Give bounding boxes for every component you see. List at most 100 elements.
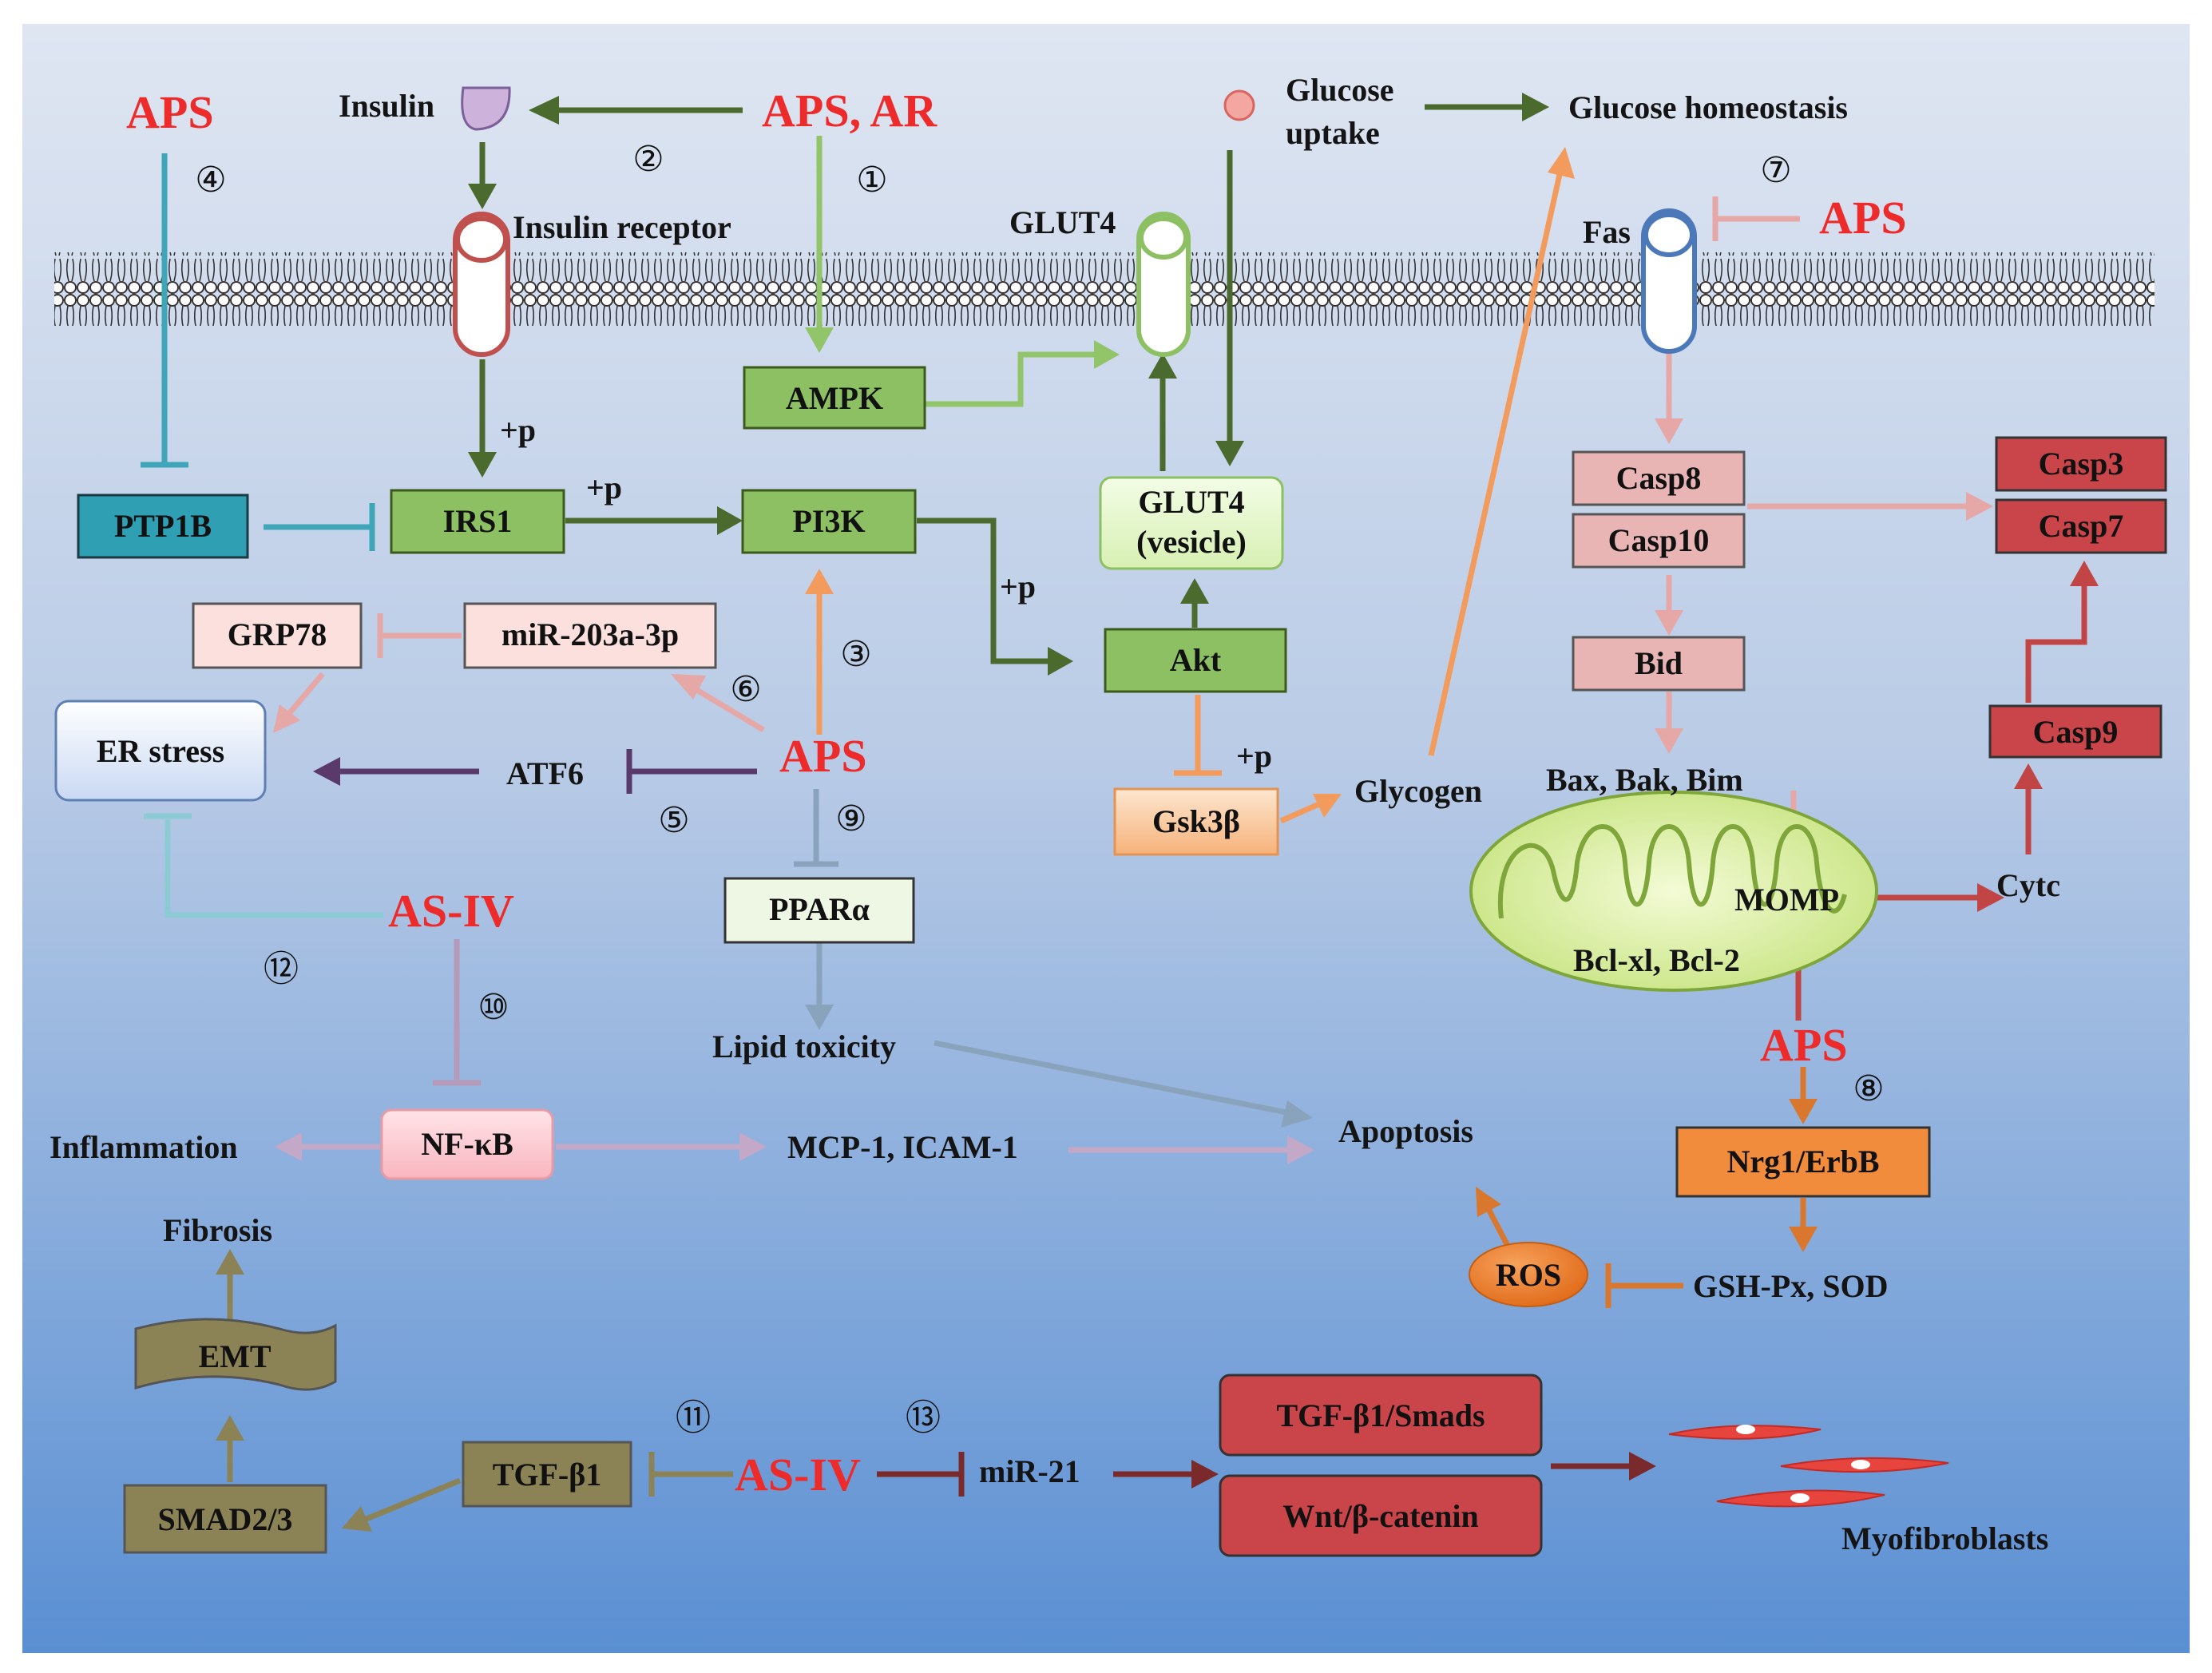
nfkb-box — [380, 1108, 554, 1180]
fas-receptor-icon — [1641, 208, 1697, 354]
drug-aps-7: APS — [1819, 192, 1907, 244]
drug-aps-4: APS — [126, 86, 214, 138]
bcl-label: Bcl-xl, Bcl-2 — [1573, 942, 1740, 978]
inflammation-label: Inflammation — [50, 1129, 238, 1165]
casp3-label: Casp3 — [2039, 446, 2124, 482]
pi3k-box — [741, 489, 917, 554]
akt-label: Akt — [1170, 642, 1222, 678]
drug-aps-ar: APS, AR — [762, 85, 938, 137]
step-number-11: ⑪ — [676, 1397, 711, 1438]
step-number-13: ⑬ — [906, 1397, 941, 1438]
insulin-label: Insulin — [339, 88, 434, 124]
er-stress-label: ER stress — [97, 733, 224, 769]
step-number-5: ⑤ — [658, 800, 689, 841]
ppara-label: PPARα — [769, 891, 870, 927]
lipid-toxicity-label: Lipid toxicity — [712, 1029, 896, 1064]
plus-p-4: +p — [1236, 738, 1272, 774]
fibrosis-label: Fibrosis — [163, 1212, 272, 1248]
step-number-2: ② — [632, 139, 664, 180]
step-number-12: ⑫ — [264, 949, 299, 989]
step-number-8: ⑧ — [1853, 1068, 1884, 1109]
tgfb1-box — [462, 1441, 632, 1508]
glut4-vesicle-label-1: GLUT4 — [1138, 484, 1244, 520]
wnt-label: Wnt/β-catenin — [1282, 1498, 1479, 1534]
nrg1-label: Nrg1/ErbB — [1726, 1144, 1879, 1179]
wnt-box — [1219, 1474, 1543, 1557]
mir203-label: miR-203a-3p — [501, 616, 679, 652]
gsk3b-box — [1113, 787, 1279, 856]
insulin-receptor-icon — [453, 212, 510, 357]
insulin-receptor-label: Insulin receptor — [513, 209, 731, 245]
smad23-label: SMAD2/3 — [158, 1501, 293, 1537]
glucose-uptake-label-1: Glucose — [1286, 72, 1394, 108]
step-number-10: ⑩ — [478, 987, 509, 1028]
ampk-label: AMPK — [786, 380, 883, 416]
glut4-top-label: GLUT4 — [1009, 204, 1116, 240]
node-boxes — [54, 366, 2167, 1557]
bax-bak-bim-label: Bax, Bak, Bim — [1546, 762, 1743, 798]
drug-aps-center: APS — [779, 730, 867, 782]
ptp1b-box — [77, 494, 249, 559]
ros-node — [1469, 1242, 1588, 1307]
glut4-vesicle-box — [1099, 476, 1284, 570]
glucose-icon — [1223, 89, 1255, 121]
casp10-box — [1572, 513, 1746, 569]
step-number-4: ④ — [195, 160, 226, 200]
tgf-smads-box — [1219, 1374, 1543, 1457]
bid-label: Bid — [1635, 645, 1683, 681]
step-number-1: ① — [856, 160, 887, 200]
glycogen-label: Glycogen — [1354, 773, 1482, 809]
drug-asiv-12: AS-IV — [388, 885, 514, 937]
myofibroblasts-label: Myofibroblasts — [1841, 1520, 2048, 1556]
pi3k-label: PI3K — [792, 503, 865, 539]
plus-p-1: +p — [500, 412, 536, 448]
cell-membrane — [54, 252, 2155, 326]
momp-label: MOMP — [1734, 882, 1839, 918]
glut4-vesicle-label-2: (vesicle) — [1136, 524, 1247, 560]
casp7-box — [1995, 498, 2167, 554]
casp10-label: Casp10 — [1608, 522, 1710, 558]
grp78-label: GRP78 — [228, 616, 327, 652]
akt-box — [1104, 628, 1287, 693]
fas-label: Fas — [1583, 214, 1631, 250]
ppara-box — [723, 877, 915, 944]
bid-box — [1572, 636, 1746, 692]
smad23-box — [123, 1484, 327, 1554]
er-stress-box — [54, 700, 267, 802]
cytc-label: Cytc — [1996, 867, 2060, 903]
mir21-label: miR-21 — [979, 1453, 1080, 1489]
casp9-box — [1988, 704, 2162, 759]
tgfb1-label: TGF-β1 — [493, 1457, 602, 1493]
casp8-label: Casp8 — [1616, 460, 1702, 496]
emt-banner — [134, 1318, 337, 1391]
mcp-label: MCP-1, ICAM-1 — [787, 1129, 1018, 1165]
insulin-icon — [461, 86, 511, 131]
drug-asiv-11: AS-IV — [735, 1449, 861, 1501]
ros-label: ROS — [1496, 1257, 1561, 1293]
casp7-label: Casp7 — [2039, 508, 2124, 544]
glucose-homeostasis-label: Glucose homeostasis — [1568, 89, 1848, 125]
drug-aps-8: APS — [1760, 1019, 1848, 1071]
step-number-9: ⑨ — [835, 799, 866, 839]
casp9-label: Casp9 — [2033, 714, 2119, 750]
casp3-box — [1995, 436, 2167, 492]
ptp1b-label: PTP1B — [114, 508, 212, 544]
plus-p-2: +p — [586, 470, 622, 505]
nfkb-label: NF-κB — [421, 1126, 513, 1162]
myofibroblast-cells-icon — [1668, 1425, 1949, 1508]
irs1-label: IRS1 — [443, 503, 513, 539]
irs1-box — [390, 489, 565, 554]
gsk3b-label: Gsk3β — [1152, 803, 1240, 839]
step-number-6: ⑥ — [730, 669, 761, 710]
step-number-3: ③ — [840, 634, 871, 675]
casp8-box — [1572, 450, 1746, 506]
atf6-label: ATF6 — [506, 755, 584, 791]
apoptosis-label: Apoptosis — [1338, 1113, 1473, 1149]
emt-label: EMT — [198, 1338, 271, 1374]
mir203-box — [463, 602, 717, 669]
nrg1-box — [1675, 1126, 1931, 1198]
ampk-box — [743, 366, 926, 430]
tgf-smads-label: TGF-β1/Smads — [1276, 1397, 1485, 1433]
glucose-uptake-label-2: uptake — [1286, 115, 1380, 151]
